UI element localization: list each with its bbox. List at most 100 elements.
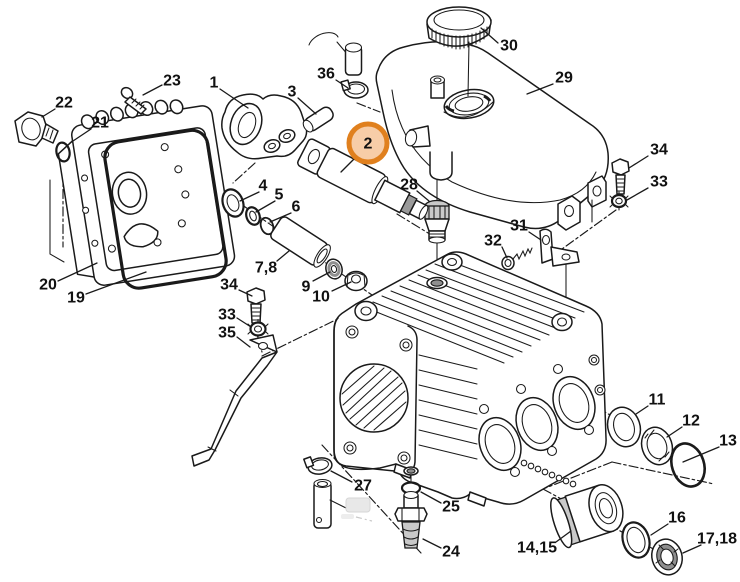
- pump-top-fins: [363, 258, 585, 364]
- callout-3[interactable]: 3: [288, 84, 297, 101]
- callout-34L[interactable]: 34: [220, 277, 238, 294]
- callout-9[interactable]: 9: [302, 279, 311, 296]
- pump-bolt-rail: [520, 459, 577, 488]
- leader-24: [422, 538, 442, 549]
- callout-29[interactable]: 29: [555, 70, 573, 87]
- hose-clamp-part-27: [303, 456, 333, 475]
- sleeve-part-7-8: [270, 216, 331, 268]
- callout-27[interactable]: 27: [354, 478, 372, 495]
- callout-1718[interactable]: 17,18: [697, 531, 737, 548]
- screw-part-32: [501, 247, 533, 271]
- tank-vent-nub: [429, 75, 446, 99]
- nut-part-10: [344, 270, 368, 292]
- control-piston-part-2: [297, 138, 429, 220]
- o-ring-part-21: [55, 141, 71, 163]
- leader-25: [420, 491, 442, 504]
- lock-washer-part-33-right: [609, 191, 629, 211]
- callout-12[interactable]: 12: [682, 413, 700, 430]
- leader-1718: [682, 544, 702, 554]
- cap-ribs: [431, 26, 488, 50]
- bolt-part-34-left: [246, 287, 266, 324]
- callout-35[interactable]: 35: [218, 325, 236, 342]
- callout-25[interactable]: 25: [442, 499, 460, 516]
- tank-outlet-nub: [404, 125, 431, 148]
- callout-34R[interactable]: 34: [650, 142, 668, 159]
- callout-36[interactable]: 36: [317, 66, 335, 83]
- clamp-part-1: [221, 93, 308, 160]
- cover-fins: [80, 99, 184, 130]
- leader-35: [236, 336, 251, 348]
- callout-32[interactable]: 32: [484, 233, 502, 250]
- callout-1[interactable]: 1: [210, 75, 219, 92]
- leader-1: [219, 88, 249, 109]
- callout-33L[interactable]: 33: [218, 307, 236, 324]
- callout-31[interactable]: 31: [510, 218, 528, 235]
- leader-4: [239, 191, 260, 202]
- leader-1415: [555, 530, 572, 543]
- callout-2[interactable]: 2: [364, 136, 373, 153]
- leader-27: [330, 470, 353, 483]
- callout-6[interactable]: 6: [292, 199, 301, 216]
- callout-1415[interactable]: 14,15: [517, 540, 557, 557]
- callout-20[interactable]: 20: [39, 277, 57, 294]
- fitting-part-28: [424, 199, 450, 244]
- o-ring-part-6: [259, 216, 275, 236]
- leader-3: [297, 97, 317, 115]
- leader-28: [416, 190, 430, 202]
- callout-28[interactable]: 28: [400, 177, 418, 194]
- leader-2: [340, 157, 356, 173]
- callout-78[interactable]: 7,8: [255, 260, 277, 277]
- leader-6: [269, 212, 292, 223]
- callout-16[interactable]: 16: [668, 510, 686, 527]
- hose-and-clamp-part-36: [308, 32, 369, 99]
- leader-5: [255, 200, 276, 213]
- o-ring-part-13: [670, 442, 706, 488]
- callout-11[interactable]: 11: [649, 392, 666, 409]
- ring-part-17-18: [651, 538, 683, 576]
- seal-part-12: [640, 426, 674, 466]
- oil-plug-part-22: [14, 111, 59, 147]
- callout-22[interactable]: 22: [55, 95, 73, 112]
- callout-33R[interactable]: 33: [650, 174, 668, 191]
- tank-cap-part-30: [426, 6, 492, 50]
- bracket-part-31: [539, 228, 580, 267]
- pump-block: [333, 251, 607, 507]
- callout-5[interactable]: 5: [275, 187, 284, 204]
- tank-part-29: [375, 40, 609, 231]
- leader-33L: [236, 317, 252, 328]
- callout-layer: 222321201913363029228343331324567,891034…: [39, 27, 737, 561]
- leader-10: [331, 281, 352, 292]
- crank-housing-edge: [49, 179, 65, 263]
- callout-30[interactable]: 30: [500, 38, 518, 55]
- washer-part-9: [325, 258, 343, 280]
- leader-16: [650, 523, 669, 536]
- callout-13[interactable]: 13: [719, 433, 737, 450]
- lock-washer-part-33-left: [247, 318, 269, 340]
- cover-gasket-part-19: [103, 128, 228, 290]
- pin-part-3: [302, 106, 334, 133]
- leader-22: [41, 108, 56, 118]
- pump-grille-face: [333, 317, 418, 473]
- callout-19[interactable]: 19: [67, 290, 85, 307]
- highlight-circle-2[interactable]: [346, 121, 390, 165]
- leader-34L: [238, 289, 253, 297]
- callout-24[interactable]: 24: [442, 544, 460, 561]
- callout-23[interactable]: 23: [163, 73, 181, 90]
- callout-4[interactable]: 4: [259, 178, 268, 195]
- callout-21[interactable]: 21: [91, 115, 109, 132]
- leader-21: [69, 128, 92, 144]
- leader-23: [142, 84, 163, 96]
- leader-34R: [628, 155, 649, 169]
- tube-part-26: [313, 478, 332, 529]
- leader-30: [480, 27, 499, 44]
- leader-32: [501, 246, 508, 259]
- leader-33R: [626, 187, 649, 201]
- leader-19: [85, 271, 147, 295]
- pump-bores: [478, 363, 596, 478]
- callout-10[interactable]: 10: [312, 289, 330, 306]
- leader-36: [335, 79, 349, 89]
- leader-29: [526, 83, 554, 95]
- leader-12: [666, 426, 683, 438]
